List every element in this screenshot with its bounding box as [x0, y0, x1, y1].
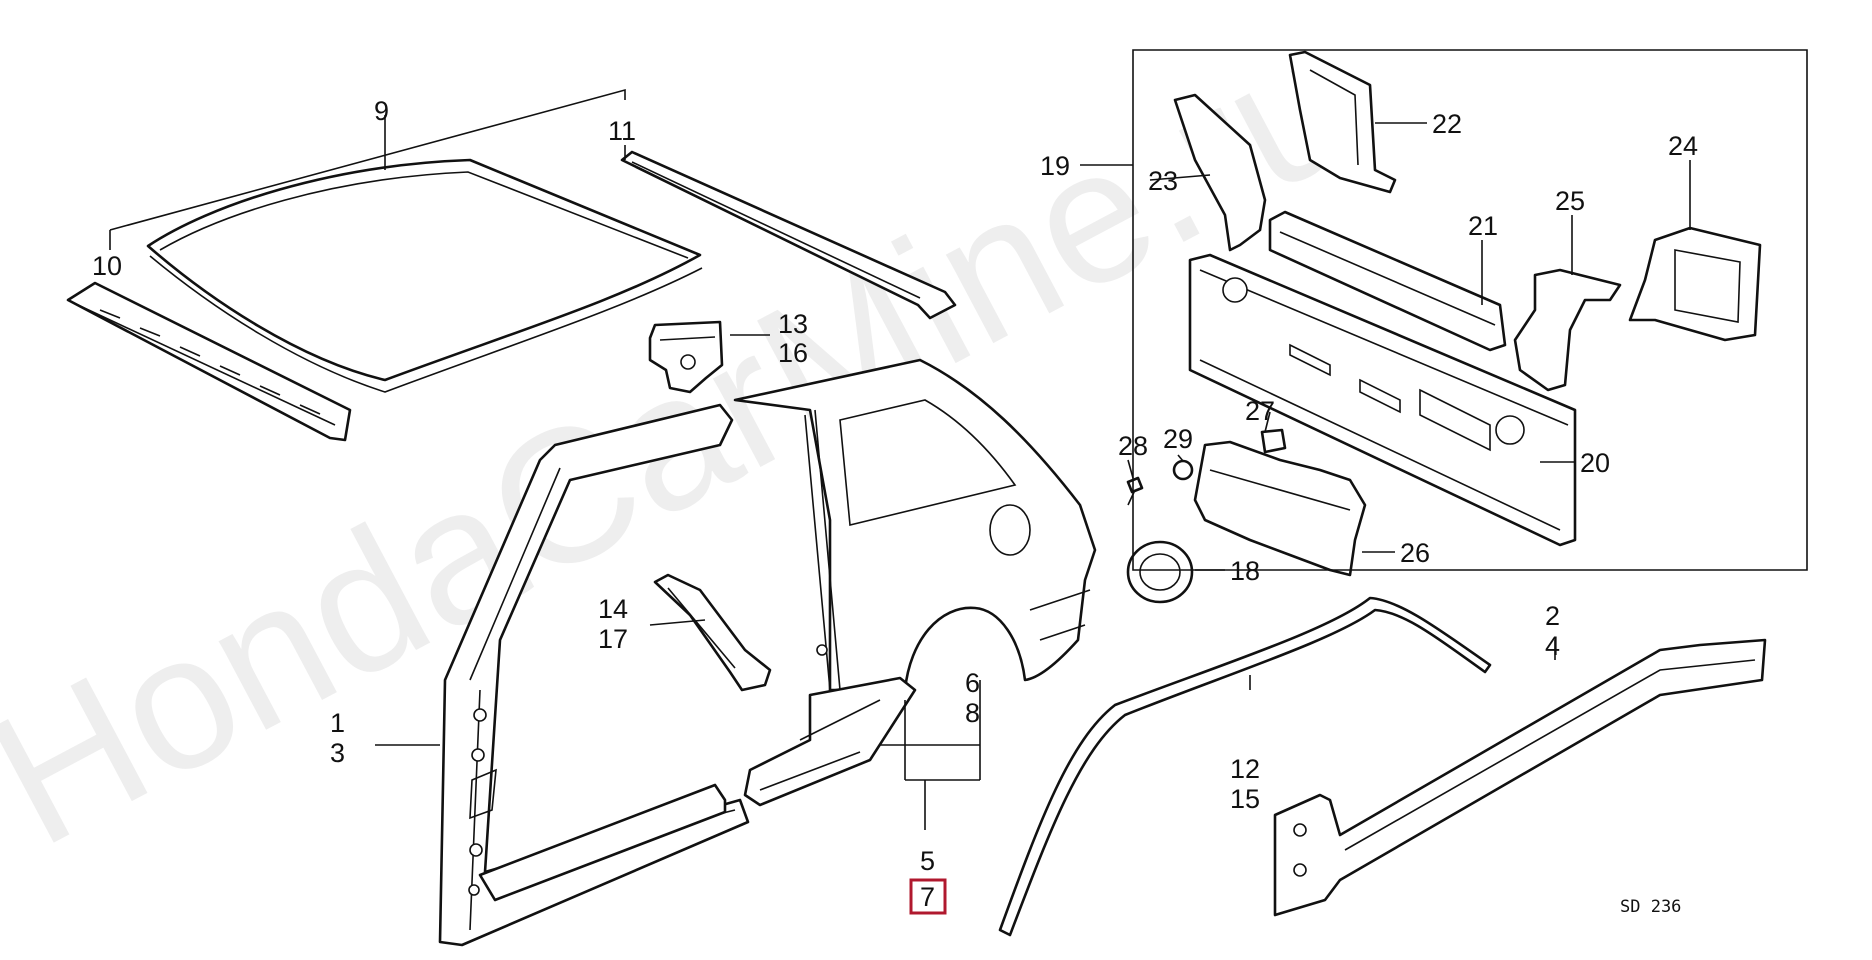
callout-7[interactable]: 7 [920, 882, 935, 912]
front-roof-rail[interactable] [66, 281, 352, 442]
callout-13: 13 [778, 309, 808, 339]
rear-panel[interactable] [1188, 253, 1577, 547]
callout-22: 22 [1432, 109, 1462, 139]
callout-6: 6 [965, 668, 980, 698]
callout-11: 11 [608, 116, 636, 146]
pillar-reinforcement[interactable] [653, 573, 772, 692]
callout-26: 26 [1400, 538, 1430, 568]
callout-29: 29 [1163, 424, 1193, 454]
callout-2: 2 [1545, 601, 1560, 631]
roof-bracket[interactable] [648, 320, 724, 394]
rear-bracket[interactable] [1193, 440, 1367, 577]
callout-labels: 9 11 10 13 16 14 17 1 3 6 8 5 7 12 15 2 … [92, 96, 1698, 917]
rear-panel-inner[interactable] [1268, 210, 1507, 352]
callout-14: 14 [598, 594, 628, 624]
rear-sill-extension[interactable] [743, 676, 917, 807]
callout-20: 20 [1580, 448, 1610, 478]
door-opening-trim[interactable] [998, 596, 1492, 937]
figure-code: SD 236 [1620, 897, 1681, 917]
fuel-filler-housing[interactable] [1126, 540, 1194, 604]
quarter-panel[interactable] [733, 358, 1097, 692]
callout-15: 15 [1230, 784, 1260, 814]
callout-18: 18 [1230, 556, 1260, 586]
callout-8: 8 [965, 698, 980, 728]
callout-24: 24 [1668, 131, 1698, 161]
callout-12: 12 [1230, 754, 1260, 784]
side-sill-lower[interactable] [478, 783, 727, 902]
highlight-box [909, 878, 947, 915]
callout-21: 21 [1468, 211, 1498, 241]
callout-19: 19 [1040, 151, 1070, 181]
callout-1: 1 [330, 708, 345, 738]
callout-10: 10 [92, 251, 122, 281]
callout-25: 25 [1555, 186, 1585, 216]
gusset-bracket[interactable] [1173, 93, 1267, 252]
rear-panel-group-box [1132, 49, 1808, 571]
leader-lines [109, 88, 1691, 830]
callout-16: 16 [778, 338, 808, 368]
grommet[interactable] [1172, 459, 1194, 481]
upper-bracket[interactable] [1288, 50, 1397, 194]
callout-17: 17 [598, 624, 628, 654]
callout-3: 3 [330, 738, 345, 768]
callout-4: 4 [1545, 631, 1560, 661]
callout-9: 9 [374, 96, 389, 126]
tapping-screw[interactable] [1126, 476, 1144, 506]
callout-5: 5 [920, 846, 935, 876]
callout-27: 27 [1245, 396, 1275, 426]
side-sill-outer[interactable] [1273, 638, 1767, 917]
roof-panel[interactable] [146, 158, 703, 393]
fastener-clip[interactable] [1260, 428, 1287, 454]
callout-23: 23 [1148, 166, 1178, 196]
corner-bracket[interactable] [1513, 268, 1622, 392]
rear-roof-rail[interactable] [620, 150, 957, 320]
callout-28: 28 [1118, 431, 1148, 461]
side-bracket[interactable] [1628, 226, 1762, 342]
